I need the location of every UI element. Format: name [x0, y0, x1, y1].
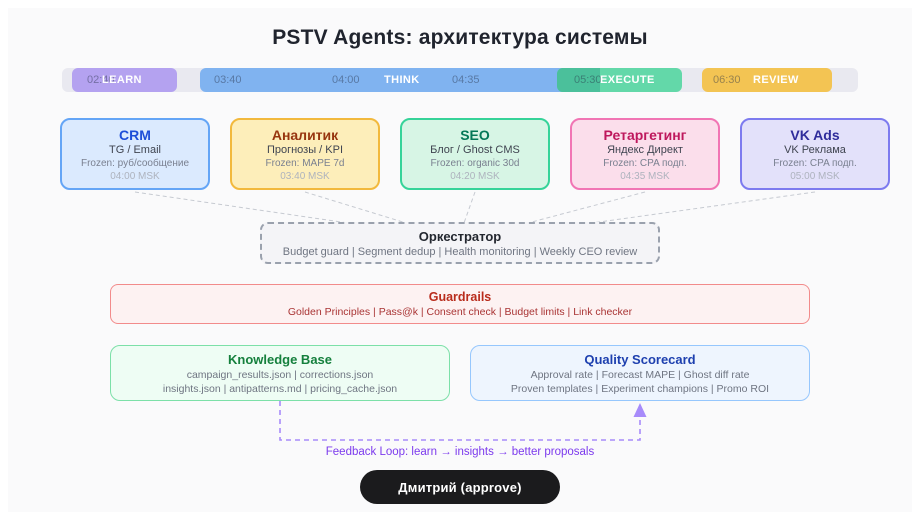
timeline-time-0400: 04:00	[332, 74, 360, 86]
agent-name: CRM	[119, 127, 151, 143]
agent-time: 04:00 MSK	[110, 171, 160, 182]
agent-name: VK Ads	[790, 127, 840, 143]
timeline-time-learn: 02:40	[87, 74, 115, 86]
guardrails-checks: Golden Principles | Pass@k | Consent che…	[287, 306, 633, 318]
timeline-segment-overlap	[557, 68, 600, 92]
timeline-time-0630: 06:30	[713, 74, 741, 86]
timeline-segment-review	[702, 68, 832, 92]
agent-frozen: Frozen: руб/сообщение	[80, 158, 190, 169]
knowledge-base-line1: campaign_results.json | corrections.json	[186, 369, 374, 381]
quality-scorecard-line2: Proven templates | Experiment champions …	[510, 383, 770, 395]
agent-frozen: Frozen: CPA подп.	[603, 158, 687, 169]
orchestrator-box: Оркестратор Budget guard | Segment dedup…	[260, 222, 660, 264]
timeline-label-think: THINK	[384, 74, 420, 86]
agent-name: Аналитик	[271, 127, 339, 143]
agent-time: 04:20 MSK	[450, 171, 500, 182]
agent-channel: VK Реклама	[784, 144, 846, 156]
quality-scorecard-title: Quality Scorecard	[584, 352, 696, 367]
knowledge-base-box: Knowledge Base campaign_results.json | c…	[110, 345, 450, 401]
orchestrator-services: Budget guard | Segment dedup | Health mo…	[282, 246, 638, 258]
timeline-segment-learn	[72, 68, 177, 92]
agent-time: 03:40 MSK	[280, 171, 330, 182]
orchestrator-title: Оркестратор	[418, 229, 502, 244]
agent-frozen: Frozen: organic 30d	[430, 158, 520, 169]
quality-scorecard-line1: Approval rate | Forecast MAPE | Ghost di…	[530, 369, 750, 381]
agent-channel: TG / Email	[109, 144, 161, 156]
page-title: PSTV Agents: архитектура системы	[272, 26, 648, 49]
timeline-time-0435: 04:35	[452, 74, 480, 86]
timeline-time-0340: 03:40	[214, 74, 242, 86]
agent-name: Ретаргетинг	[603, 127, 687, 143]
timeline-label-learn: LEARN	[102, 74, 142, 86]
agent-card-analytic: Аналитик Прогнозы / KPI Frozen: MAPE 7d …	[230, 118, 380, 190]
timeline-segment-think	[200, 68, 600, 92]
timeline-label-execute: EXECUTE	[600, 74, 655, 86]
timeline-label-review: REVIEW	[753, 74, 799, 86]
agent-frozen: Frozen: MAPE 7d	[265, 158, 345, 169]
agent-frozen: Frozen: CPA подп.	[773, 158, 857, 169]
timeline-time-0530: 05:30	[574, 74, 602, 86]
knowledge-base-line2: insights.json | antipatterns.md | pricin…	[162, 383, 398, 395]
agent-time: 04:35 MSK	[620, 171, 670, 182]
quality-scorecard-box: Quality Scorecard Approval rate | Foreca…	[470, 345, 810, 401]
agent-time: 05:00 MSK	[790, 171, 840, 182]
agent-card-crm: CRM TG / Email Frozen: руб/сообщение 04:…	[60, 118, 210, 190]
agent-card-retargeting: Ретаргетинг Яндекс Директ Frozen: CPA по…	[570, 118, 720, 190]
agent-channel: Яндекс Директ	[607, 144, 683, 156]
timeline-track: 02:40 03:40 04:00 04:35 05:30 06:30 LEAR…	[62, 68, 858, 92]
guardrails-box: Guardrails Golden Principles | Pass@k | …	[110, 284, 810, 324]
agent-card-vkads: VK Ads VK Реклама Frozen: CPA подп. 05:0…	[740, 118, 890, 190]
agent-name: SEO	[460, 127, 490, 143]
feedback-loop-label: Feedback Loop: learn → insights → better…	[325, 446, 595, 458]
agent-channel: Прогнозы / KPI	[266, 144, 344, 156]
knowledge-base-title: Knowledge Base	[227, 352, 333, 367]
approve-button[interactable]: Дмитрий (approve)	[360, 470, 560, 504]
guardrails-title: Guardrails	[428, 290, 492, 304]
agent-channel: Блог / Ghost CMS	[430, 144, 520, 156]
agent-card-seo: SEO Блог / Ghost CMS Frozen: organic 30d…	[400, 118, 550, 190]
